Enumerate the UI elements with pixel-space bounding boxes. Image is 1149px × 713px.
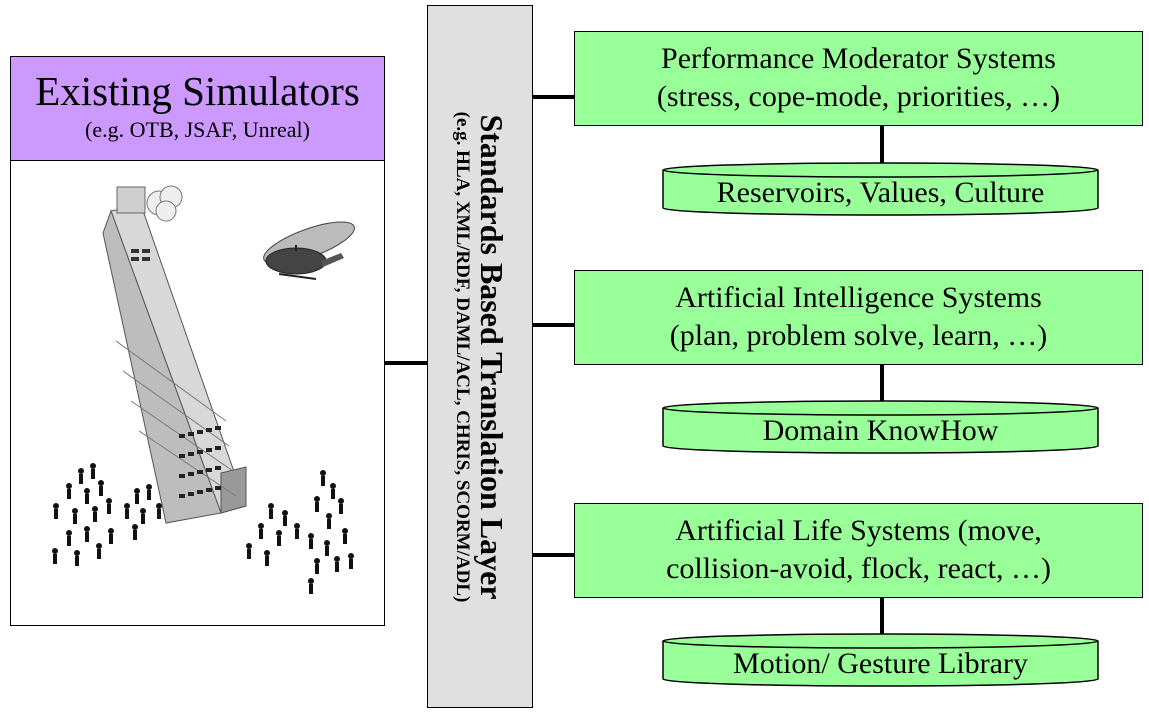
building-icon xyxy=(102,185,247,524)
domain-knowhow-database: Domain KnowHow xyxy=(662,400,1099,454)
database-label: Motion/ Gesture Library xyxy=(733,647,1028,680)
motion-gesture-database: Motion/ Gesture Library xyxy=(662,633,1099,687)
connector-line xyxy=(385,361,427,365)
simulator-title: Existing Simulators xyxy=(35,68,360,114)
crowd-icon xyxy=(246,470,354,594)
connector-line xyxy=(533,553,574,557)
crowd-icon xyxy=(52,463,162,566)
connector-line xyxy=(880,126,884,164)
reservoirs-database: Reservoirs, Values, Culture xyxy=(662,162,1099,216)
translation-layer-title: Standards Based Translation Layer xyxy=(474,113,510,600)
simulator-illustration xyxy=(52,185,355,594)
simulator-subtitle: (e.g. OTB, JSAF, Unreal) xyxy=(85,117,310,142)
translation-layer-subtitle: (e.g. HLA, XML/RDF, DAML/ACL, CHRIS, SCO… xyxy=(452,111,473,602)
simulator-header: Existing Simulators (e.g. OTB, JSAF, Unr… xyxy=(11,57,384,161)
connector-line xyxy=(533,323,574,327)
simulator-panel: Existing Simulators (e.g. OTB, JSAF, Unr… xyxy=(10,56,385,626)
helicopter-icon xyxy=(263,221,355,280)
artificial-intelligence-box: Artificial Intelligence Systems (plan, p… xyxy=(574,270,1143,365)
system-label-line2: collision-avoid, flock, react, …) xyxy=(666,552,1051,585)
system-label-line1: Artificial Life Systems (move, xyxy=(675,514,1042,547)
connector-line xyxy=(533,95,574,99)
system-label-line1: Performance Moderator Systems xyxy=(661,42,1056,75)
translation-layer: Standards Based Translation Layer (e.g. … xyxy=(427,5,533,708)
connector-line xyxy=(880,365,884,403)
artificial-life-box: Artificial Life Systems (move, collision… xyxy=(574,503,1143,598)
translation-layer-text: Standards Based Translation Layer (e.g. … xyxy=(450,12,510,702)
database-label: Domain KnowHow xyxy=(762,414,999,447)
connector-line xyxy=(880,598,884,636)
system-label-line2: (stress, cope-mode, priorities, …) xyxy=(656,80,1061,113)
performance-moderator-box: Performance Moderator Systems (stress, c… xyxy=(574,31,1143,126)
system-label-line1: Artificial Intelligence Systems xyxy=(675,281,1042,314)
database-label: Reservoirs, Values, Culture xyxy=(716,176,1045,209)
system-label-line2: (plan, problem solve, learn, …) xyxy=(669,319,1048,352)
